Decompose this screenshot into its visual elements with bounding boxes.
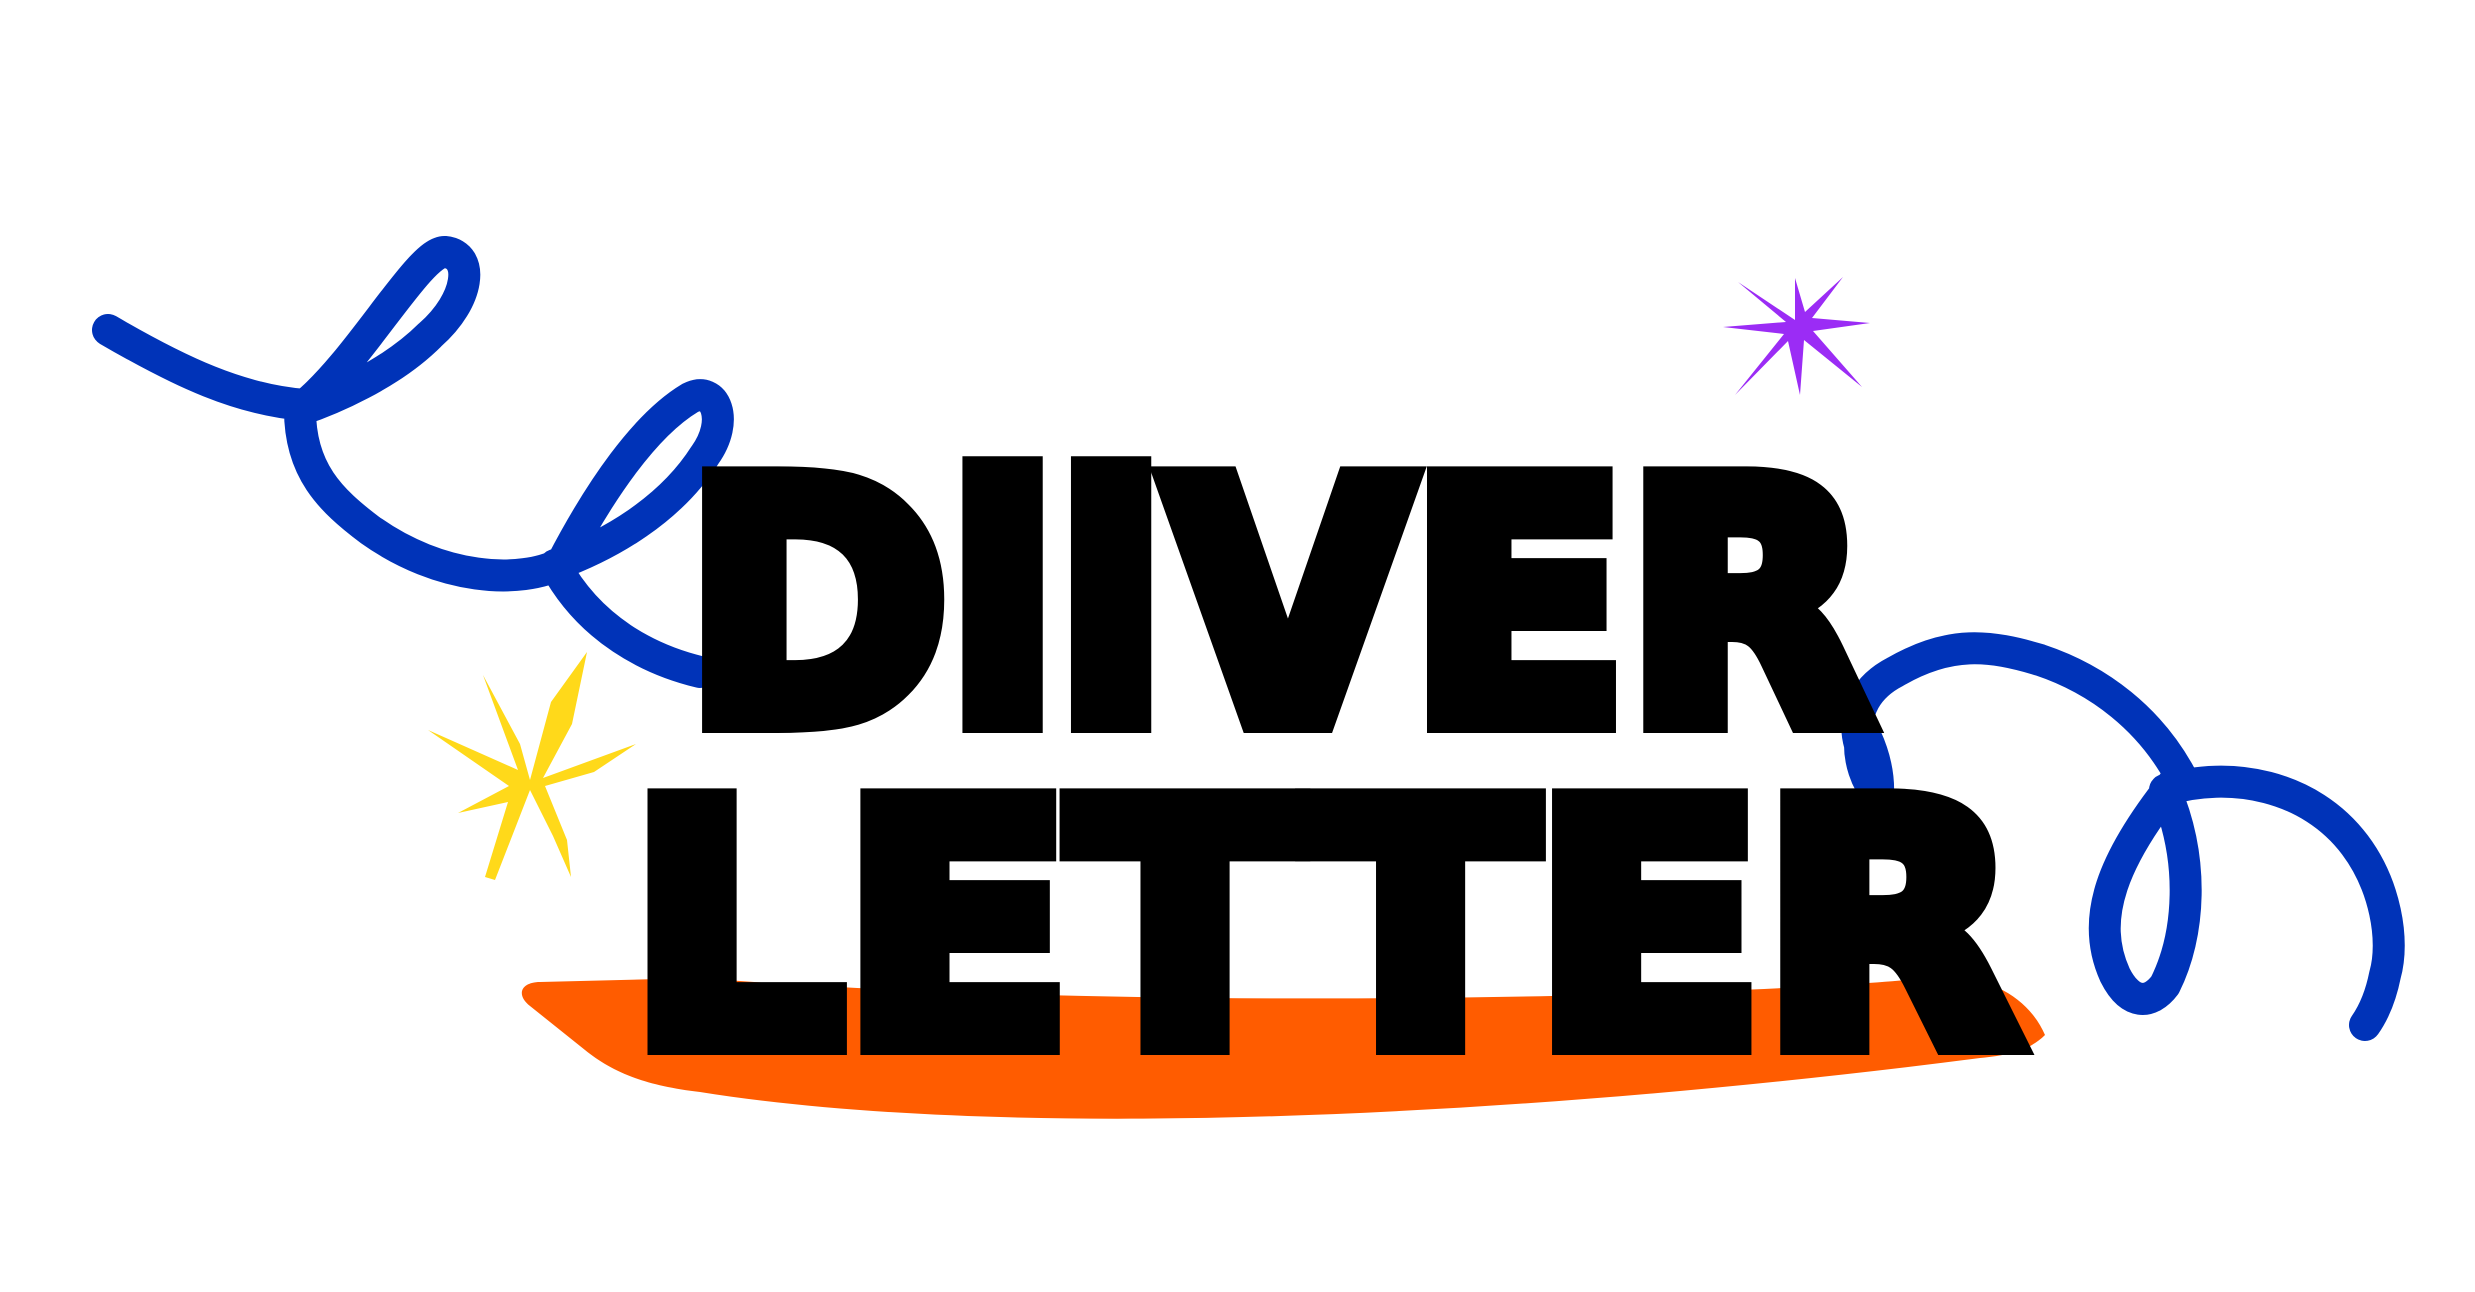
- swirl-left-icon: [92, 236, 734, 688]
- title-line-2: LETTER: [630, 736, 2020, 1120]
- title-line-1: DiiVER: [686, 414, 1871, 798]
- swirl-right-icon: [1814, 632, 2405, 1041]
- purple-sparkle-star-icon: [1723, 277, 1870, 395]
- orange-blob-icon: [521, 977, 2045, 1119]
- yellow-sparkle-star-icon: [428, 652, 636, 880]
